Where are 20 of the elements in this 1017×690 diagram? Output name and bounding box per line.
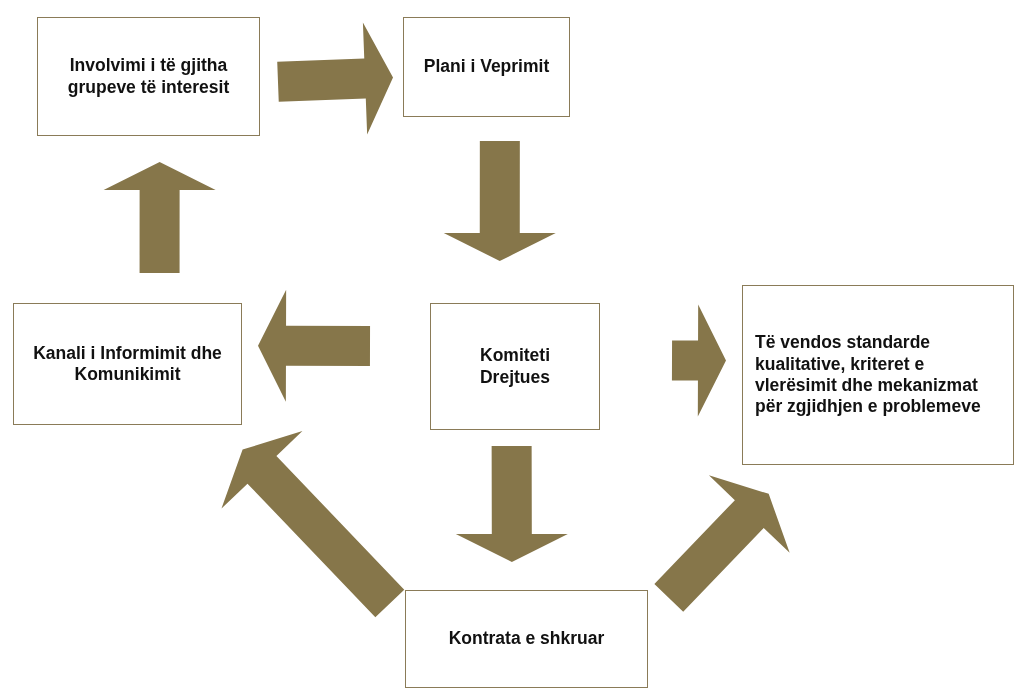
process-box [403,17,570,117]
process-box [13,303,242,425]
box-text: Kontrata e shkruar [448,628,605,650]
box-text: Plani i Veprimit [423,56,550,78]
block-arrow [221,431,405,618]
process-box [37,17,260,136]
process-box [742,285,1014,465]
box-text: Komiteti Drejtues [479,345,551,388]
process-box [430,303,600,430]
block-arrow [455,445,568,562]
box-text: Të vendos standarde kualitative, kriteret e vlerësimit dhe mekanizmat për zgjidhjen e problemeve [755,332,982,418]
box-text: Kanali i Informimit dhe Komunikimit [32,342,223,386]
process-box [405,590,648,688]
box-text: Involvimi i të gjitha grupeve të interesit [66,55,231,98]
block-arrow [443,141,556,261]
block-arrow [258,289,371,402]
block-arrow [654,475,790,612]
block-arrow [277,22,393,135]
block-arrow [671,304,726,417]
block-arrow [103,162,216,273]
